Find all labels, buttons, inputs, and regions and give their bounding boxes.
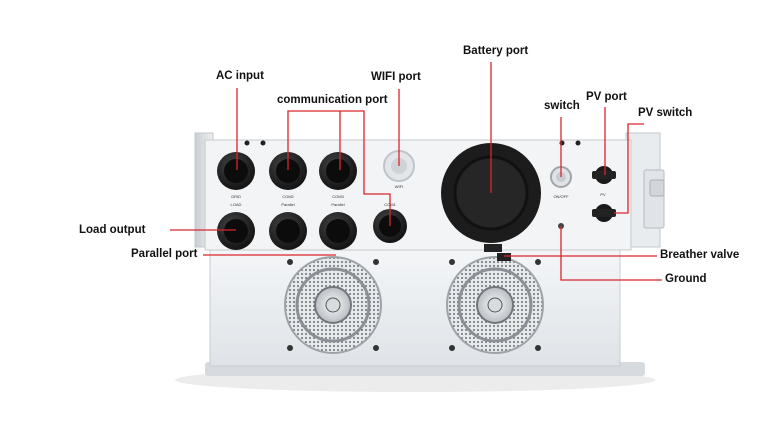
callout-load-output: Load output xyxy=(79,224,146,236)
gland-grid xyxy=(217,152,255,190)
label-parallel-1: Parallel xyxy=(281,202,294,207)
breather-valve xyxy=(497,253,511,261)
pv-switch-box xyxy=(643,169,665,229)
pv-switch-knob xyxy=(649,179,665,197)
label-load: LOAD xyxy=(231,202,242,207)
fan-screw xyxy=(449,345,455,351)
fan-screw xyxy=(287,345,293,351)
lower-housing xyxy=(209,247,621,367)
label-com3: COM3 xyxy=(332,194,344,199)
label-pv: PV xyxy=(600,192,606,197)
fan-screw xyxy=(373,259,379,265)
fan-screw xyxy=(535,345,541,351)
label-on-off: ON/OFF xyxy=(553,194,569,199)
fan-screw xyxy=(535,259,541,265)
fan-screw xyxy=(373,345,379,351)
label-com2: COM2 xyxy=(282,194,294,199)
gland-load xyxy=(217,212,255,250)
callout-ac-input: AC input xyxy=(216,70,264,82)
cooling-fan-right xyxy=(446,256,544,354)
callout-parallel-port: Parallel port xyxy=(131,248,198,260)
gland-com3 xyxy=(319,152,357,190)
label-wifi: WIFI xyxy=(395,184,403,189)
callout-switch: switch xyxy=(544,100,580,112)
label-grid: GRID xyxy=(231,194,241,199)
gland-com2 xyxy=(269,152,307,190)
fan-screw xyxy=(287,259,293,265)
pv-connector-negative xyxy=(592,204,616,222)
callout-ground: Ground xyxy=(665,273,707,285)
pv-connector-positive xyxy=(592,166,616,184)
panel-screw xyxy=(559,140,565,146)
panel-screw xyxy=(575,140,581,146)
callout-pv-port: PV port xyxy=(586,91,627,103)
battery-port-base xyxy=(484,244,502,252)
callout-breather-valve: Breather valve xyxy=(660,249,740,261)
panel-screw xyxy=(260,140,266,146)
callout-communication-port: communication port xyxy=(277,94,388,106)
callout-lines xyxy=(170,62,662,281)
callout-battery-port: Battery port xyxy=(463,45,529,57)
cooling-fan-left xyxy=(284,256,382,354)
fan-screw xyxy=(449,259,455,265)
gland-parallel-1 xyxy=(269,212,307,250)
label-parallel-2: Parallel xyxy=(331,202,344,207)
panel-screw xyxy=(244,140,250,146)
callout-pv-switch: PV switch xyxy=(638,107,693,119)
callout-wifi-port: WIFI port xyxy=(371,71,421,83)
gland-parallel-2 xyxy=(319,212,357,250)
